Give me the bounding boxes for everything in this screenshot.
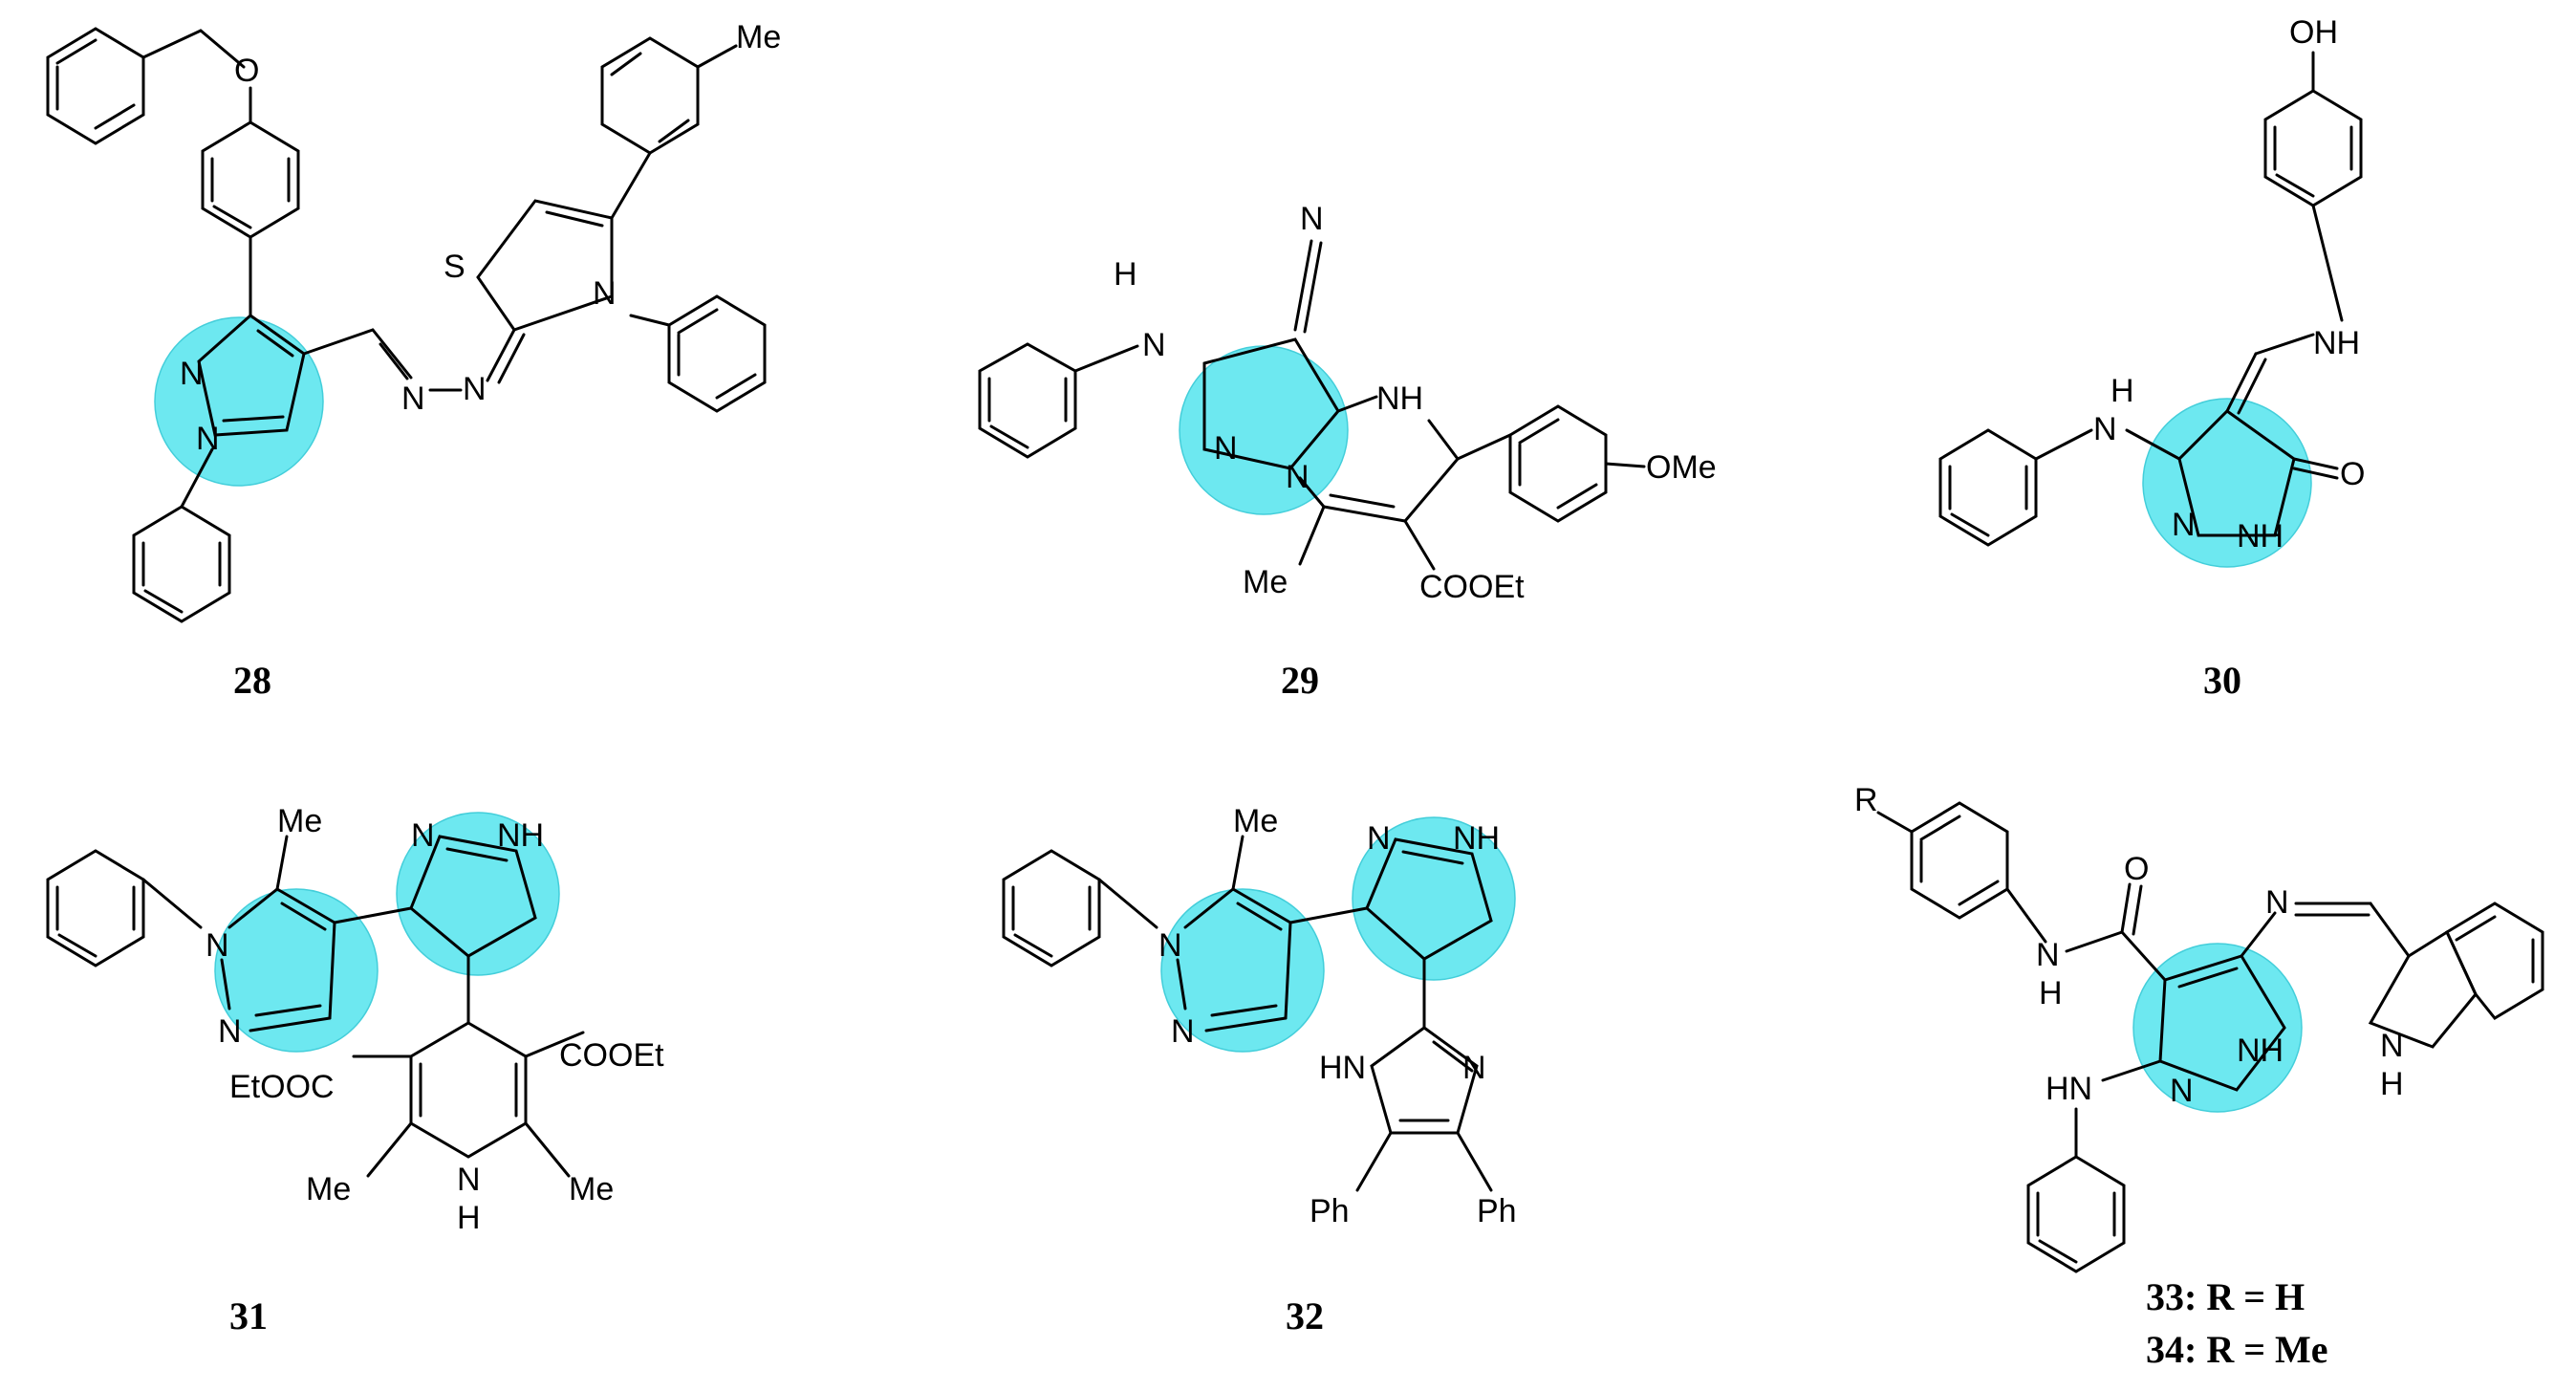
atom-label: H bbox=[1114, 256, 1137, 293]
atom-label: N bbox=[1367, 820, 1391, 857]
compound-31: N N Me N NH N H COOEt EtOOC Me Me 31 bbox=[46, 803, 664, 1337]
atom-label: Ph bbox=[1477, 1193, 1517, 1229]
atom-label: N bbox=[1214, 430, 1238, 467]
atom-label: S bbox=[444, 249, 465, 285]
atom-label: N bbox=[457, 1162, 481, 1198]
atom-label: Me bbox=[1233, 803, 1278, 839]
atom-label: N bbox=[593, 275, 617, 312]
atom-label: N bbox=[2170, 1073, 2194, 1109]
compound-label-28: 28 bbox=[233, 659, 271, 702]
atom-label: O bbox=[2340, 456, 2365, 492]
atom-label: H bbox=[2380, 1066, 2404, 1102]
compound-label-29: 29 bbox=[1281, 659, 1319, 702]
compound-33-34: R N H O N NH N N H HN bbox=[1854, 782, 2544, 1371]
atom-label: N bbox=[411, 817, 435, 854]
atom-label: Me bbox=[569, 1171, 614, 1207]
atom-label: N bbox=[2172, 507, 2196, 543]
atom-label: N bbox=[463, 371, 487, 407]
atom-label: NH bbox=[2237, 1032, 2284, 1069]
compound-32: N N Me N NH HN N Ph Ph 32 bbox=[1002, 803, 1517, 1337]
compound-label-34: 34: R = Me bbox=[2146, 1328, 2328, 1371]
atom-label: Me bbox=[1243, 564, 1288, 600]
atom-label: N bbox=[1286, 459, 1310, 495]
atom-label: N bbox=[2036, 937, 2060, 973]
pyrazolone-highlight bbox=[2142, 398, 2312, 568]
atom-label: HN bbox=[1319, 1050, 1366, 1086]
atom-label: O bbox=[2124, 851, 2149, 887]
atom-label: NH bbox=[2237, 518, 2284, 554]
atom-label: N bbox=[2380, 1028, 2404, 1064]
atom-label: N bbox=[1158, 927, 1182, 964]
atom-label: N bbox=[2265, 884, 2289, 921]
atom-label: COOEt bbox=[1419, 569, 1525, 605]
compound-29: N H N N N NH Me COOEt OMe 29 bbox=[978, 201, 1717, 702]
pyrazole-highlight bbox=[1179, 345, 1349, 515]
atom-label: N bbox=[180, 356, 204, 392]
atom-label: HN bbox=[2046, 1071, 2092, 1107]
pyrazole-highlight-1 bbox=[214, 888, 379, 1053]
atom-label: Me bbox=[277, 803, 322, 839]
compound-28: O N N N N S N bbox=[46, 19, 781, 702]
atom-label: Ph bbox=[1310, 1193, 1350, 1229]
atom-label: NH bbox=[497, 817, 544, 854]
compound-label-32: 32 bbox=[1286, 1294, 1324, 1337]
atom-label: N bbox=[218, 1013, 242, 1050]
atom-label: N bbox=[1462, 1050, 1486, 1086]
atom-label: N bbox=[1142, 327, 1166, 363]
atom-label: NH bbox=[1453, 820, 1500, 857]
compound-label-30: 30 bbox=[2203, 659, 2241, 702]
atom-label: Me bbox=[306, 1171, 351, 1207]
atom-label: N bbox=[1300, 201, 1324, 237]
pyrazole-highlight bbox=[2132, 943, 2303, 1113]
compound-30: OH NH O N NH H N 30 bbox=[1938, 14, 2365, 702]
atom-label: OMe bbox=[1646, 449, 1717, 486]
atom-label: R bbox=[1854, 782, 1878, 818]
atom-label: N bbox=[206, 927, 229, 964]
compound-label-33: 33: R = H bbox=[2146, 1275, 2305, 1318]
pyrazole-highlight-2 bbox=[396, 812, 560, 976]
atom-label: H bbox=[2039, 975, 2063, 1011]
compound-label-31: 31 bbox=[229, 1294, 268, 1337]
atom-label: H bbox=[2111, 373, 2134, 409]
atom-label: EtOOC bbox=[229, 1069, 335, 1105]
atom-label: OH bbox=[2289, 14, 2338, 51]
atom-label: Me bbox=[736, 19, 781, 55]
atom-label: N bbox=[196, 421, 220, 457]
atom-label: O bbox=[234, 53, 259, 89]
atom-label: N bbox=[1171, 1013, 1195, 1050]
pyrazole-highlight-1 bbox=[1160, 888, 1325, 1053]
atom-label: N bbox=[401, 380, 425, 417]
atom-label: COOEt bbox=[559, 1037, 664, 1074]
atom-label: H bbox=[457, 1200, 481, 1236]
atom-label: NH bbox=[1376, 380, 1423, 417]
atom-label: N bbox=[2093, 411, 2117, 447]
atom-label: NH bbox=[2313, 325, 2360, 361]
pyrazole-highlight bbox=[154, 316, 324, 487]
